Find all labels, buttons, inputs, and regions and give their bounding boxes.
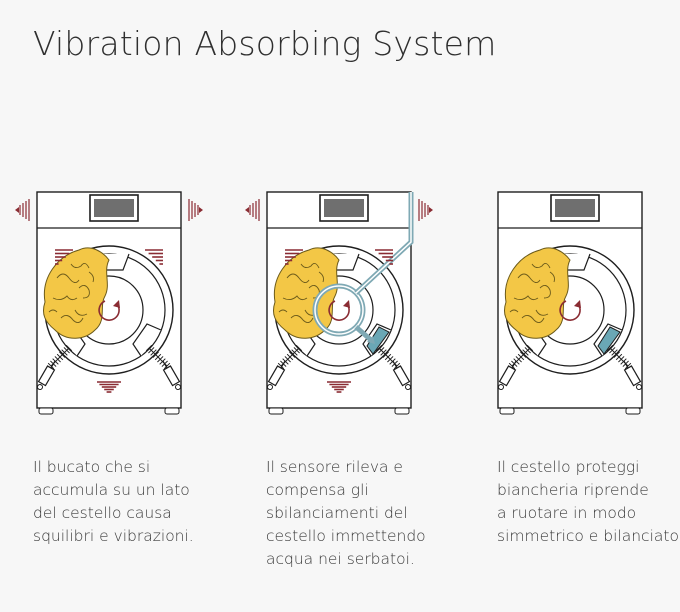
caption-line: a ruotare in modo [497, 504, 637, 522]
shake-arrow-left-icon [245, 199, 260, 221]
page-title: Vibration Absorbing System [33, 24, 497, 63]
caption-line: accumula su un lato [33, 481, 190, 499]
rotation-arrow-icon [559, 300, 581, 321]
drum-lifter [132, 323, 162, 357]
vibration-indicator-bottom [327, 381, 351, 393]
display-screen [555, 199, 595, 217]
washing-machine-illustration [497, 191, 643, 415]
display-screen [94, 199, 134, 217]
machine-group [497, 191, 643, 415]
foot-left [38, 407, 54, 415]
caption-balanced: Il cestello proteggi biancheria riprende… [497, 456, 680, 548]
flow-arrow-icon [367, 336, 375, 344]
foot-right [625, 407, 641, 415]
washing-machine-illustration [15, 191, 203, 415]
water-pipe [354, 325, 373, 342]
damper-left [267, 360, 286, 391]
water-tank [597, 326, 621, 355]
vibration-indicator-bottom [97, 381, 121, 393]
damper-right [392, 360, 411, 391]
machine-group [15, 191, 203, 415]
diagram-panel-unbalanced [5, 180, 215, 430]
caption-line: Il sensore rileva e [266, 458, 403, 476]
laundry-load [503, 247, 571, 339]
caption-unbalanced: Il bucato che si accumula su un lato del… [33, 456, 223, 548]
damper-right [162, 360, 181, 391]
vibration-indicator-top-left [285, 249, 303, 265]
caption-line: acqua nei serbatoi. [266, 550, 415, 568]
machine-group [245, 191, 433, 415]
rotation-arrow-icon [98, 300, 120, 321]
diagram-panel-balanced [466, 180, 676, 430]
foot-right [394, 407, 410, 415]
shake-arrow-right-icon [188, 199, 203, 221]
laundry-load [272, 247, 340, 339]
diagram-panel-sensor [235, 180, 445, 430]
caption-line: Il cestello proteggi [497, 458, 640, 476]
rotation-arrow-icon [328, 300, 350, 321]
laundry-load [42, 247, 110, 339]
caption-line: Il bucato che si [33, 458, 151, 476]
damper-left [498, 360, 517, 391]
damper-right [623, 360, 642, 391]
caption-line: compensa gli [266, 481, 369, 499]
vibration-indicator-top-left [55, 249, 73, 265]
foot-left [499, 407, 515, 415]
caption-sensor: Il sensore rileva e compensa gli sbilanc… [266, 456, 456, 571]
caption-line: sbilanciamenti del [266, 504, 408, 522]
caption-line: cestello immettendo [266, 527, 426, 545]
foot-left [268, 407, 284, 415]
damper-left [37, 360, 56, 391]
caption-line: squilibri e vibrazioni. [33, 527, 194, 545]
washing-machine-illustration [245, 191, 433, 415]
display-screen [324, 199, 364, 217]
caption-line: biancheria riprende [497, 481, 649, 499]
shake-arrow-right-icon [418, 199, 433, 221]
caption-line: del cestello causa [33, 504, 172, 522]
foot-right [164, 407, 180, 415]
vibration-indicator-top-right [375, 249, 393, 265]
caption-line: simmetrico e bilanciato. [497, 527, 680, 545]
shake-arrow-left-icon [15, 199, 30, 221]
vibration-indicator-top-right [145, 249, 163, 265]
